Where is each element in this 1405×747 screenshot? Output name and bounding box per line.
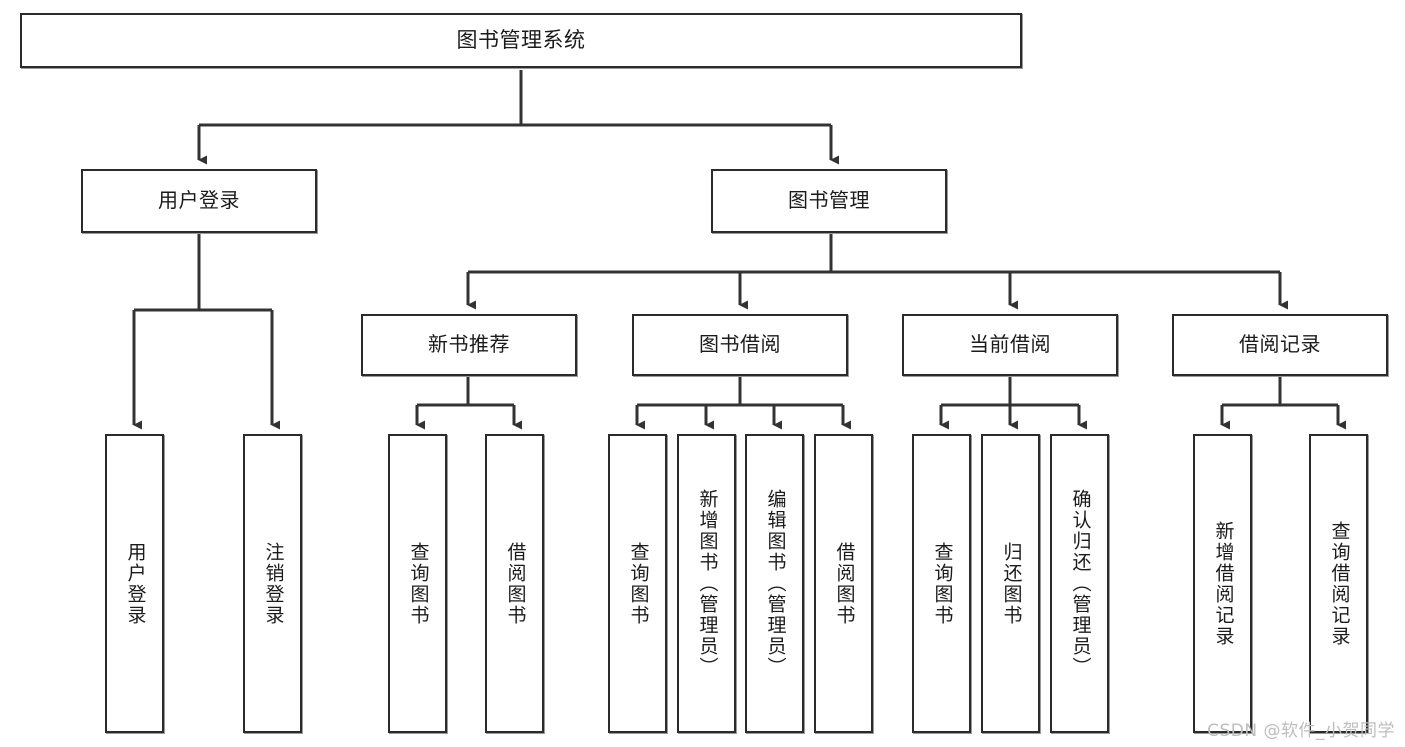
leaf-borrow-book-2[interactable]: 借阅图书: [814, 434, 873, 733]
leaf-logout-login[interactable]: 注销登录: [243, 434, 302, 733]
leaf-edit-book[interactable]: 编辑图书（管理员）: [745, 434, 804, 733]
leaf-return-book[interactable]: 归还图书: [981, 434, 1040, 733]
leaf-add-book[interactable]: 新增图书（管理员）: [677, 434, 736, 733]
leaf-logout-login-label: 注销登录: [262, 541, 285, 626]
node-user-login[interactable]: 用户登录: [81, 169, 317, 233]
leaf-borrow-book-1-label: 借阅图书: [504, 541, 527, 626]
leaf-query-record[interactable]: 查询借阅记录: [1309, 434, 1368, 733]
leaf-add-record-label: 新增借阅记录: [1212, 520, 1235, 647]
leaf-user-login-label: 用户登录: [124, 541, 147, 626]
leaf-query-book-1[interactable]: 查询图书: [388, 434, 447, 733]
node-current-borrow-label: 当前借阅: [969, 332, 1051, 357]
node-new-book-recommend[interactable]: 新书推荐: [361, 314, 577, 376]
leaf-query-book-3-label: 查询图书: [931, 541, 954, 626]
leaf-edit-book-label: 编辑图书（管理员）: [764, 489, 787, 678]
leaf-borrow-book-2-label: 借阅图书: [833, 541, 856, 626]
node-book-borrow[interactable]: 图书借阅: [632, 314, 848, 376]
leaf-return-book-label: 归还图书: [1000, 541, 1023, 626]
node-new-book-recommend-label: 新书推荐: [428, 332, 510, 357]
leaf-user-login[interactable]: 用户登录: [105, 434, 164, 733]
leaf-query-record-label: 查询借阅记录: [1328, 520, 1351, 647]
leaf-confirm-return[interactable]: 确认归还（管理员）: [1050, 434, 1109, 733]
leaf-add-record[interactable]: 新增借阅记录: [1193, 434, 1252, 733]
node-borrow-record-label: 借阅记录: [1239, 332, 1321, 357]
node-borrow-record[interactable]: 借阅记录: [1172, 314, 1388, 376]
node-root[interactable]: 图书管理系统: [20, 13, 1022, 68]
node-current-borrow[interactable]: 当前借阅: [902, 314, 1118, 376]
leaf-query-book-2-label: 查询图书: [627, 541, 650, 626]
leaf-add-book-label: 新增图书（管理员）: [696, 489, 719, 678]
node-root-label: 图书管理系统: [456, 28, 586, 53]
leaf-query-book-1-label: 查询图书: [407, 541, 430, 626]
leaf-query-book-3[interactable]: 查询图书: [912, 434, 971, 733]
watermark: CSDN @软件_小贺同学: [1207, 721, 1395, 741]
leaf-confirm-return-label: 确认归还（管理员）: [1069, 489, 1092, 678]
node-book-manage-label: 图书管理: [788, 188, 870, 213]
leaf-query-book-2[interactable]: 查询图书: [608, 434, 667, 733]
node-book-borrow-label: 图书借阅: [699, 332, 781, 357]
node-user-login-label: 用户登录: [158, 188, 240, 213]
leaf-borrow-book-1[interactable]: 借阅图书: [485, 434, 544, 733]
node-book-manage[interactable]: 图书管理: [711, 169, 947, 233]
